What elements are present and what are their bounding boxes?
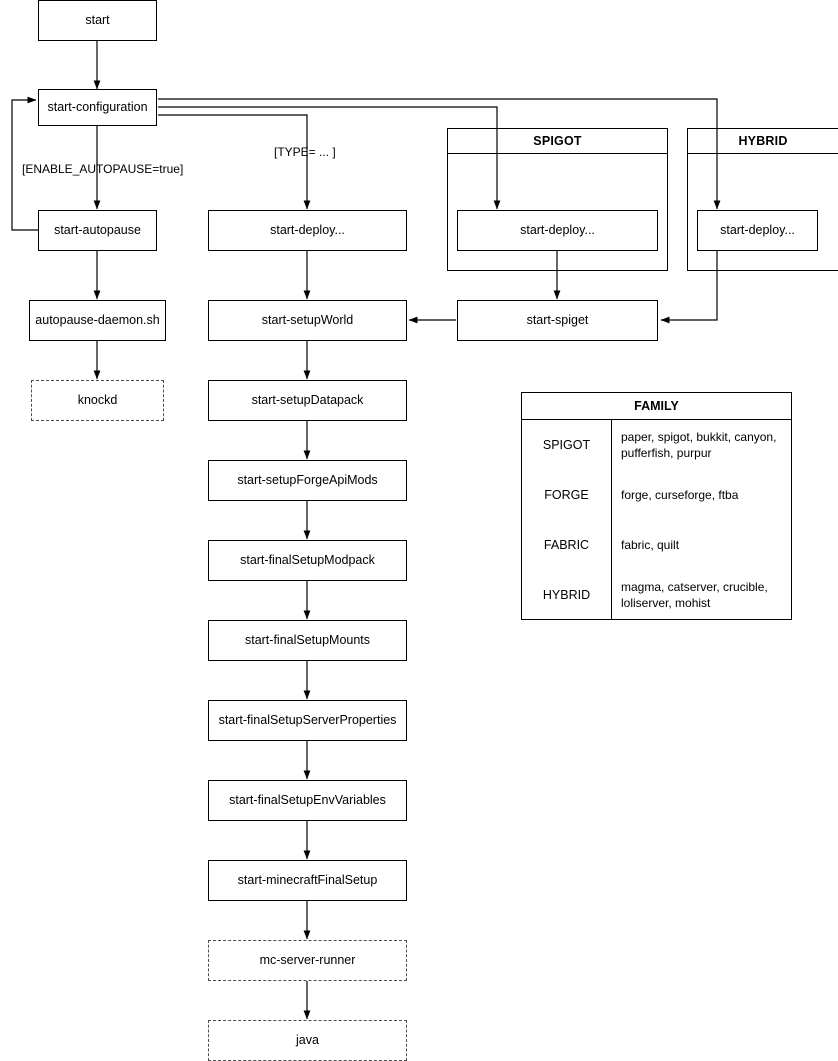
legend-value: fabric, quilt [621, 537, 680, 552]
legend-title: FAMILY [522, 393, 791, 420]
legend-value: forge, curseforge, ftba [621, 487, 739, 502]
node-start-minecraftfinalsetup[interactable]: start-minecraftFinalSetup [208, 860, 407, 901]
node-start-finalsetupenvvariables[interactable]: start-finalSetupEnvVariables [208, 780, 407, 821]
node-autopause-daemon-sh[interactable]: autopause-daemon.sh [29, 300, 166, 341]
legend-row: FORGE forge, curseforge, ftba [522, 470, 791, 520]
node-start-finalsetupserverproperties[interactable]: start-finalSetupServerProperties [208, 700, 407, 741]
legend-key: SPIGOT [522, 420, 612, 470]
legend-key: HYBRID [522, 570, 612, 620]
edge-label-type: [TYPE= ... ] [274, 145, 336, 159]
legend-key: FABRIC [522, 520, 612, 570]
node-start-autopause[interactable]: start-autopause [38, 210, 157, 251]
group-hybrid: HYBRID [687, 128, 838, 271]
group-spigot: SPIGOT [447, 128, 668, 271]
node-start-finalsetupmodpack[interactable]: start-finalSetupModpack [208, 540, 407, 581]
node-start-setupdatapack[interactable]: start-setupDatapack [208, 380, 407, 421]
node-mc-server-runner[interactable]: mc-server-runner [208, 940, 407, 981]
node-start-finalsetupmounts[interactable]: start-finalSetupMounts [208, 620, 407, 661]
node-start-deploy-main[interactable]: start-deploy... [208, 210, 407, 251]
node-start-spiget[interactable]: start-spiget [457, 300, 658, 341]
legend-value: magma, catserver, crucible, loliserver, … [621, 579, 768, 610]
group-spigot-title: SPIGOT [448, 129, 667, 154]
node-start-configuration[interactable]: start-configuration [38, 89, 157, 126]
legend-row: FABRIC fabric, quilt [522, 520, 791, 570]
edge-label-enable-autopause: [ENABLE_AUTOPAUSE=true] [22, 162, 184, 176]
legend-key: FORGE [522, 470, 612, 520]
group-hybrid-title: HYBRID [688, 129, 838, 154]
node-knockd[interactable]: knockd [31, 380, 164, 421]
node-start[interactable]: start [38, 0, 157, 41]
legend-family: FAMILY SPIGOT paper, spigot, bukkit, can… [521, 392, 792, 620]
legend-value: paper, spigot, bukkit, canyon, pufferfis… [621, 429, 777, 460]
legend-row: SPIGOT paper, spigot, bukkit, canyon, pu… [522, 420, 791, 470]
node-java[interactable]: java [208, 1020, 407, 1061]
node-start-setupworld[interactable]: start-setupWorld [208, 300, 407, 341]
node-start-setupforgeapimods[interactable]: start-setupForgeApiMods [208, 460, 407, 501]
node-start-deploy-spigot[interactable]: start-deploy... [457, 210, 658, 251]
node-start-deploy-hybrid[interactable]: start-deploy... [697, 210, 818, 251]
legend-row: HYBRID magma, catserver, crucible, lolis… [522, 570, 791, 620]
